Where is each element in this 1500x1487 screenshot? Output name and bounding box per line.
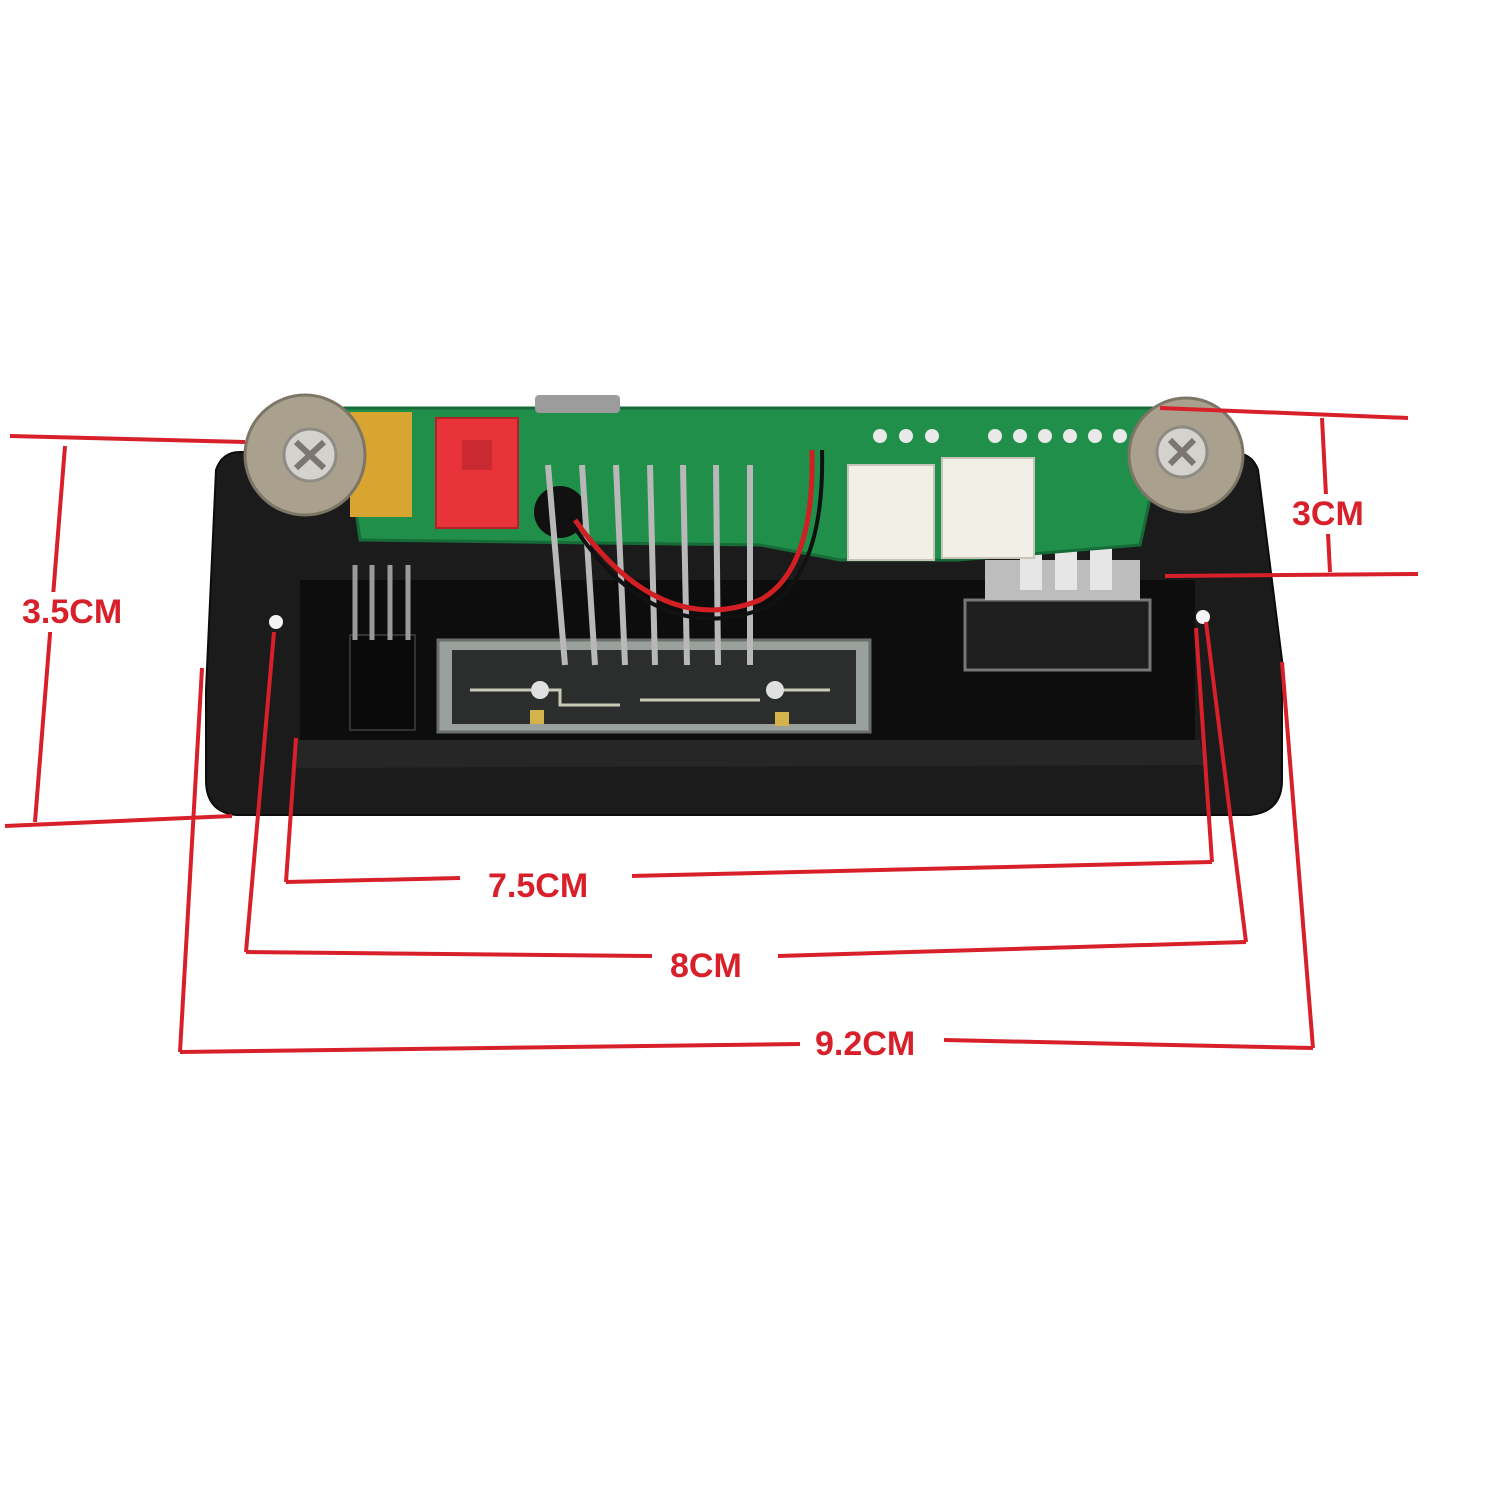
red-plug [435,417,519,529]
mount-hole-right [1196,610,1210,624]
ir-receiver [349,634,416,731]
usb-port [963,598,1152,672]
connector-left [847,464,935,561]
dim-3-5cm-bottom-extension [4,814,233,828]
dim-3-5cm-top-extension [9,434,246,444]
faceplate-lip [292,740,1205,768]
dim-label-3-5cm: 3.5CM [12,592,133,632]
dimension-lines [4,406,1419,1054]
connector-right [941,457,1035,559]
dim-3-5cm-line [33,445,67,823]
dim-label-8cm: 8CM [660,946,752,986]
dim-3cm-bottom-extension [1164,572,1419,578]
mount-hole-left [269,615,283,629]
mp3-module [205,393,1283,816]
dim-3cm-top-extension [1159,406,1409,420]
dim-label-9-2cm: 9.2CM [805,1024,926,1064]
red-wire [572,449,815,613]
dim-label-7-5cm: 7.5CM [478,866,599,906]
dim-label-3cm: 3CM [1282,494,1374,534]
